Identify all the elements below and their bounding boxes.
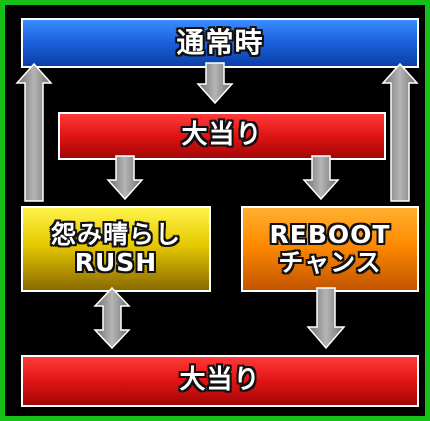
arrow-jackpot-to-rush bbox=[106, 155, 144, 201]
arrow-reboot-to-normal bbox=[381, 62, 419, 202]
node-jackpot-bottom: 大当り bbox=[21, 355, 419, 407]
node-jackpot-bottom-label: 大当り bbox=[179, 365, 261, 396]
node-reboot-chance-label: REBOOT チャンス bbox=[269, 220, 391, 277]
node-jackpot-top: 大当り bbox=[58, 112, 386, 160]
node-rush-label: 怨み晴らし RUSH bbox=[50, 220, 181, 277]
node-jackpot-top-label: 大当り bbox=[181, 120, 263, 151]
node-normal-time-label: 通常時 bbox=[176, 26, 264, 60]
arrow-reboot-to-jackpot bbox=[306, 287, 346, 350]
arrow-jackpot-to-reboot bbox=[302, 155, 340, 201]
arrow-rush-jackpot-bidirectional bbox=[93, 286, 131, 350]
node-normal-time: 通常時 bbox=[21, 18, 419, 68]
node-rush: 怨み晴らし RUSH bbox=[21, 206, 211, 292]
node-reboot-chance: REBOOT チャンス bbox=[241, 206, 419, 292]
arrow-rush-to-normal bbox=[15, 62, 53, 202]
arrow-normal-to-jackpot bbox=[196, 62, 234, 105]
